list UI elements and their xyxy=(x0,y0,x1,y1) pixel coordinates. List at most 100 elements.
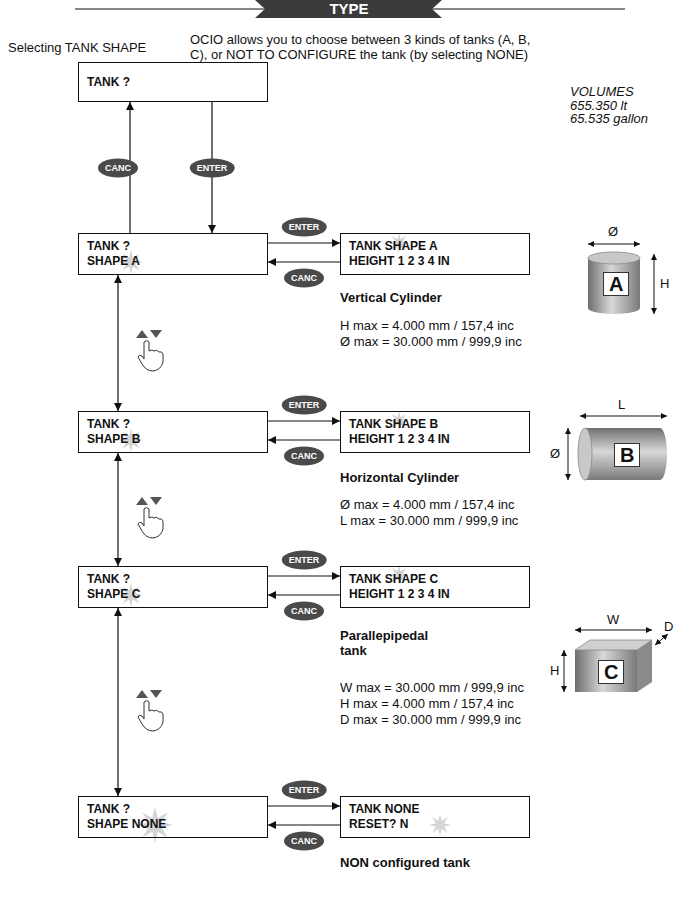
shape-name: Parallepipedal tank xyxy=(340,628,450,658)
hand-pointer xyxy=(138,341,163,372)
lcd-line: TANK ? xyxy=(87,239,130,254)
note-text: OCIO allows you to choose between 3 kind… xyxy=(190,32,550,62)
dimension-arrow xyxy=(568,428,569,480)
dimension-label: W xyxy=(607,612,619,627)
cylinder-end xyxy=(653,428,667,480)
lcd-line: SHAPE C xyxy=(87,587,140,602)
flow-arrow xyxy=(117,453,118,566)
lcd-line: TANK NONE xyxy=(349,802,419,817)
lcd-screen: TANK ?SHAPE A xyxy=(78,233,268,275)
up-down-key xyxy=(136,497,163,538)
dimension-arrow xyxy=(580,416,667,417)
box-c xyxy=(564,630,668,692)
lcd-line: TANK ? xyxy=(87,75,130,90)
key-button: ENTER xyxy=(282,218,327,237)
volume-note: 65.535 gallon xyxy=(570,111,648,126)
lcd-line: HEIGHT 1 2 3 4 IN xyxy=(349,254,450,269)
keypad-icons xyxy=(136,330,163,731)
cylinder-body xyxy=(588,258,640,308)
shape-letter: C xyxy=(598,660,624,684)
key-button: CANC xyxy=(284,269,324,288)
lcd-line: HEIGHT 1 2 3 4 IN xyxy=(349,432,450,447)
volume-note: 655.350 lt xyxy=(570,98,627,113)
lcd-line: SHAPE B xyxy=(87,432,140,447)
lcd-line: TANK ? xyxy=(87,802,130,817)
note-text: H max = 4.000 mm / 157,4 inc xyxy=(340,318,514,333)
lcd-screen: TANK ?SHAPE B xyxy=(78,411,268,453)
flow-arrow xyxy=(117,275,118,411)
cylinder-b xyxy=(568,416,667,480)
note-text: D max = 30.000 mm / 999,9 inc xyxy=(340,712,521,727)
shape-name: NON configured tank xyxy=(340,855,470,870)
down-key xyxy=(150,330,162,338)
hand-pointer xyxy=(138,508,163,539)
lcd-screen: TANK ? xyxy=(78,62,268,102)
lcd-line: HEIGHT 1 2 3 4 IN xyxy=(349,587,450,602)
volume-note: VOLUMES xyxy=(570,84,634,99)
up-down-key xyxy=(136,690,163,731)
flow-arrow xyxy=(268,805,340,806)
note-text: H max = 4.000 mm / 157,4 inc xyxy=(340,696,514,711)
flow-arrow xyxy=(268,261,340,262)
section-title: TYPE xyxy=(0,0,698,18)
note-text: Ø max = 4.000 mm / 157,4 inc xyxy=(340,497,515,512)
cylinder-end xyxy=(578,428,592,480)
note-text: W max = 30.000 mm / 999,9 inc xyxy=(340,680,524,695)
note-text: Ø max = 30.000 mm / 999,9 inc xyxy=(340,334,522,349)
key-button: ENTER xyxy=(282,551,327,570)
shape-name: Vertical Cylinder xyxy=(340,290,442,305)
lcd-screen: TANK ?SHAPE NONE xyxy=(78,796,268,838)
hand-pointer xyxy=(138,701,163,732)
key-button: CANC xyxy=(284,832,324,851)
up-down-key xyxy=(136,330,163,371)
flow-arrow xyxy=(268,575,340,576)
cylinder-bottom xyxy=(588,302,640,314)
lcd-line: TANK ? xyxy=(87,572,130,587)
flow-arrow xyxy=(268,420,340,421)
dimension-label: Ø xyxy=(550,446,560,461)
dimension-label: Ø xyxy=(608,224,618,239)
shape-letter: A xyxy=(603,272,629,296)
down-key xyxy=(150,690,162,698)
flow-arrow xyxy=(117,608,118,796)
dimension-label: H xyxy=(660,276,669,291)
lcd-line: TANK ? xyxy=(87,417,130,432)
cylinder-body xyxy=(585,428,660,480)
lcd-screen: TANK ?SHAPE C xyxy=(78,566,268,608)
up-key xyxy=(136,497,148,505)
key-button: ENTER xyxy=(282,781,327,800)
dimension-label: H xyxy=(550,663,559,678)
key-button: CANC xyxy=(284,447,324,466)
lcd-line: TANK SHAPE A xyxy=(349,239,438,254)
flow-arrow xyxy=(268,439,340,440)
down-key xyxy=(150,497,162,505)
lcd-line: TANK SHAPE B xyxy=(349,417,438,432)
dimension-arrow xyxy=(655,634,668,645)
key-button: ENTER xyxy=(282,396,327,415)
box-front xyxy=(575,650,637,692)
flow-arrow xyxy=(268,824,340,825)
dimension-label: L xyxy=(618,397,625,412)
lcd-screen: TANK NONERESET? N xyxy=(340,796,530,838)
key-button: CANC xyxy=(98,158,138,177)
dimension-arrow xyxy=(564,650,565,692)
cursor-star xyxy=(429,814,451,836)
dimension-arrow xyxy=(654,254,655,314)
up-key xyxy=(136,330,148,338)
box-side xyxy=(637,640,652,692)
up-key xyxy=(136,690,148,698)
note-text: L max = 30.000 mm / 999,9 inc xyxy=(340,513,518,528)
cylinder-top xyxy=(588,252,640,264)
flow-arrow xyxy=(268,242,340,243)
dimension-label: D xyxy=(664,619,673,634)
lcd-line: RESET? N xyxy=(349,817,408,832)
lcd-line: TANK SHAPE C xyxy=(349,572,438,587)
flow-arrow xyxy=(268,594,340,595)
cylinder-a xyxy=(588,244,654,314)
note-text: Selecting TANK SHAPE xyxy=(8,40,146,55)
lcd-screen: TANK SHAPE BHEIGHT 1 2 3 4 IN xyxy=(340,411,530,453)
